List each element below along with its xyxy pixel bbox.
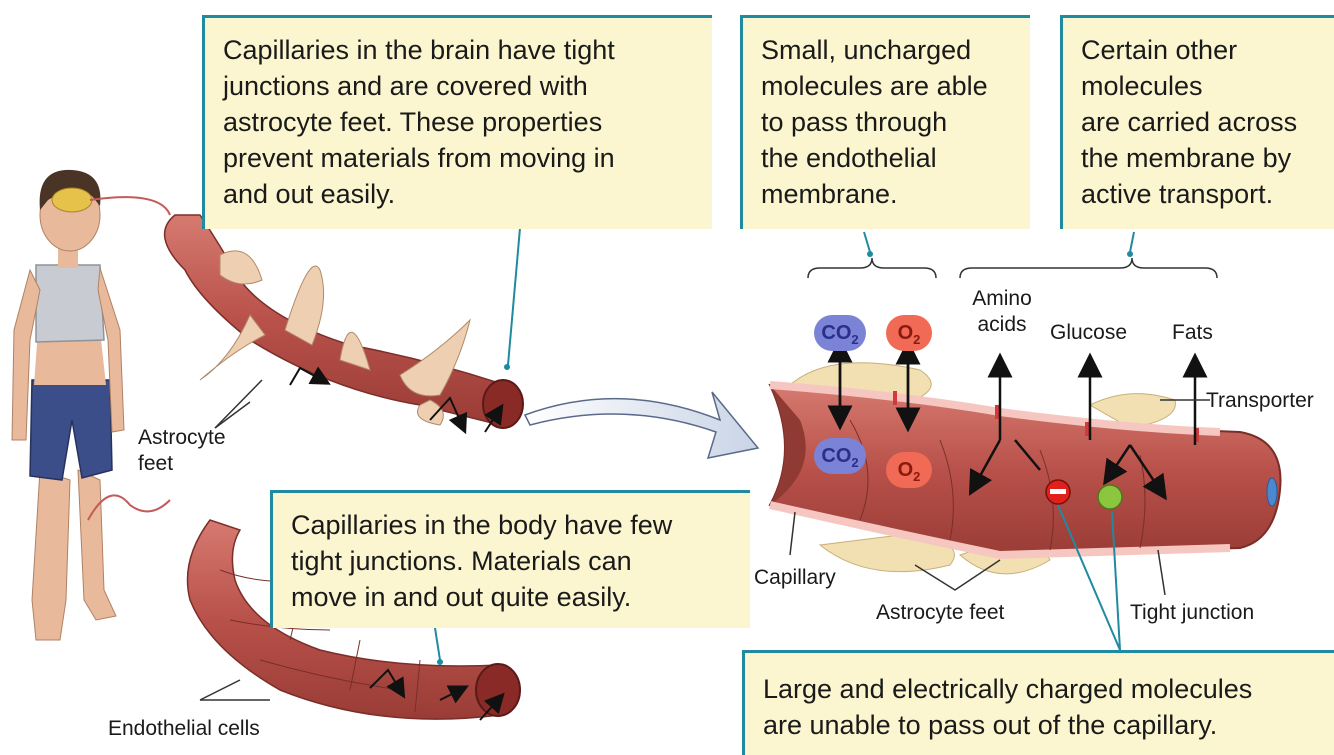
label-astrocyte-feet-left: Astrocyte feet [138, 426, 226, 475]
o2-molecule-top: O2 [886, 315, 932, 351]
large-molecule [1097, 484, 1123, 510]
label-fats: Fats [1172, 321, 1213, 344]
label-glucose: Glucose [1050, 321, 1128, 344]
brain-capillary-illustration [163, 214, 524, 435]
label-astrocyte-feet-right: Astrocyte feet [876, 601, 1005, 624]
capillary-detail-illustration [768, 257, 1282, 651]
co2-molecule-bottom: CO2 [814, 438, 866, 474]
callout-small-molecules: Small, uncharged molecules are able to p… [740, 15, 1030, 229]
callout-body-capillaries: Capillaries in the body have few tight j… [270, 490, 750, 628]
o2-molecule-bottom: O2 [886, 452, 932, 488]
transition-arrow [523, 391, 760, 459]
label-amino-acids: Amino acids [972, 287, 1032, 336]
callout-large-molecules: Large and electrically charged molecules… [742, 650, 1334, 755]
label-transporter: Transporter [1206, 389, 1314, 412]
callout-other-molecules: Certain other molecules are carried acro… [1060, 15, 1334, 229]
callout-brain-capillaries: Capillaries in the brain have tight junc… [202, 15, 712, 229]
co2-molecule-top: CO2 [814, 315, 866, 351]
label-capillary: Capillary [754, 566, 836, 589]
label-endothelial-cells: Endothelial cells [108, 717, 260, 740]
person-figure [11, 169, 125, 641]
label-tight-junction: Tight junction [1130, 601, 1255, 624]
